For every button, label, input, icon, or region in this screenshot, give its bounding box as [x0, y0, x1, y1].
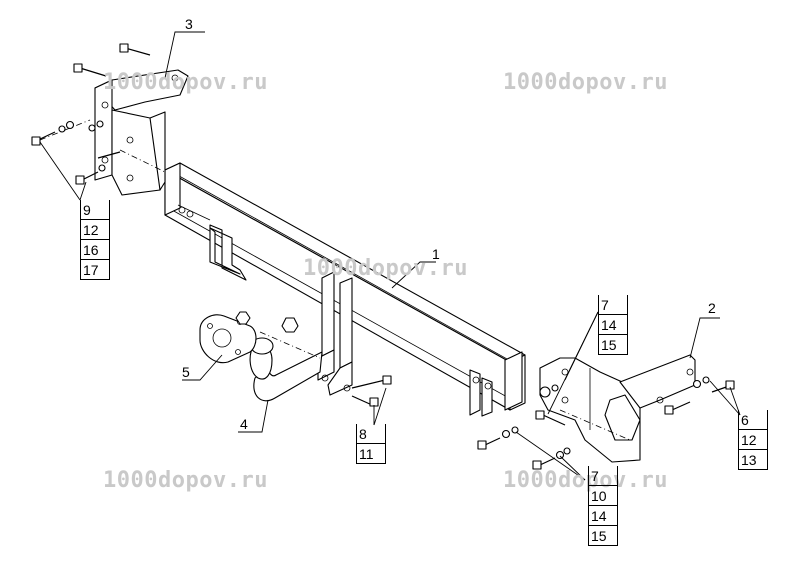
- stack-cell: 17: [80, 260, 110, 280]
- callout-stack-right-bracket: 6 12 13: [738, 410, 768, 470]
- stack-cell: 9: [80, 200, 110, 220]
- stack-cell: 8: [356, 424, 386, 444]
- callout-part-1: 1: [432, 246, 440, 262]
- right-bracket-bolts: [477, 376, 735, 470]
- callout-part-5: 5: [182, 364, 190, 380]
- leader-lines: [39, 31, 741, 481]
- callout-stack-right-lower: 7 10 14 15: [588, 466, 618, 546]
- watermark-bottom-right: 1000dopov.ru: [503, 468, 668, 493]
- callout-part-2: 2: [708, 300, 716, 316]
- watermark-bottom-left: 1000dopov.ru: [103, 468, 268, 493]
- left-bracket-bolts: [31, 43, 151, 185]
- right-beam-hanger: [469, 369, 493, 417]
- watermark-top-right: 1000dopov.ru: [503, 70, 668, 95]
- stack-cell: 13: [738, 450, 768, 470]
- stack-cell: 16: [80, 240, 110, 260]
- stack-cell: 14: [588, 506, 618, 526]
- stack-cell: 15: [588, 526, 618, 546]
- stack-cell: 6: [738, 410, 768, 430]
- watermark-center: 1000dopov.ru: [303, 256, 468, 281]
- stack-cell: 12: [80, 220, 110, 240]
- stack-cell: 14: [598, 315, 628, 335]
- beam-end-cap: [504, 351, 523, 411]
- watermark-top-left: 1000dopov.ru: [103, 70, 268, 95]
- stack-cell: 7: [598, 295, 628, 315]
- callout-part-4: 4: [240, 416, 248, 432]
- stack-cell: 12: [738, 430, 768, 450]
- stack-cell: 10: [588, 486, 618, 506]
- callout-stack-center-bolts: 8 11: [356, 424, 386, 464]
- callout-stack-left-bracket: 9 12 16 17: [80, 200, 110, 280]
- tow-ball-arm: [249, 337, 323, 402]
- callout-part-3: 3: [185, 16, 193, 32]
- left-bracket: [94, 69, 189, 196]
- socket-plate: [199, 311, 321, 364]
- right-bracket: [539, 354, 696, 463]
- center-bolts: [351, 375, 392, 407]
- left-beam-hanger: [177, 204, 247, 281]
- stack-cell: 11: [356, 444, 386, 464]
- callout-stack-right-upper: 7 14 15: [598, 295, 628, 355]
- stack-cell: 15: [598, 335, 628, 355]
- stack-cell: 7: [588, 466, 618, 486]
